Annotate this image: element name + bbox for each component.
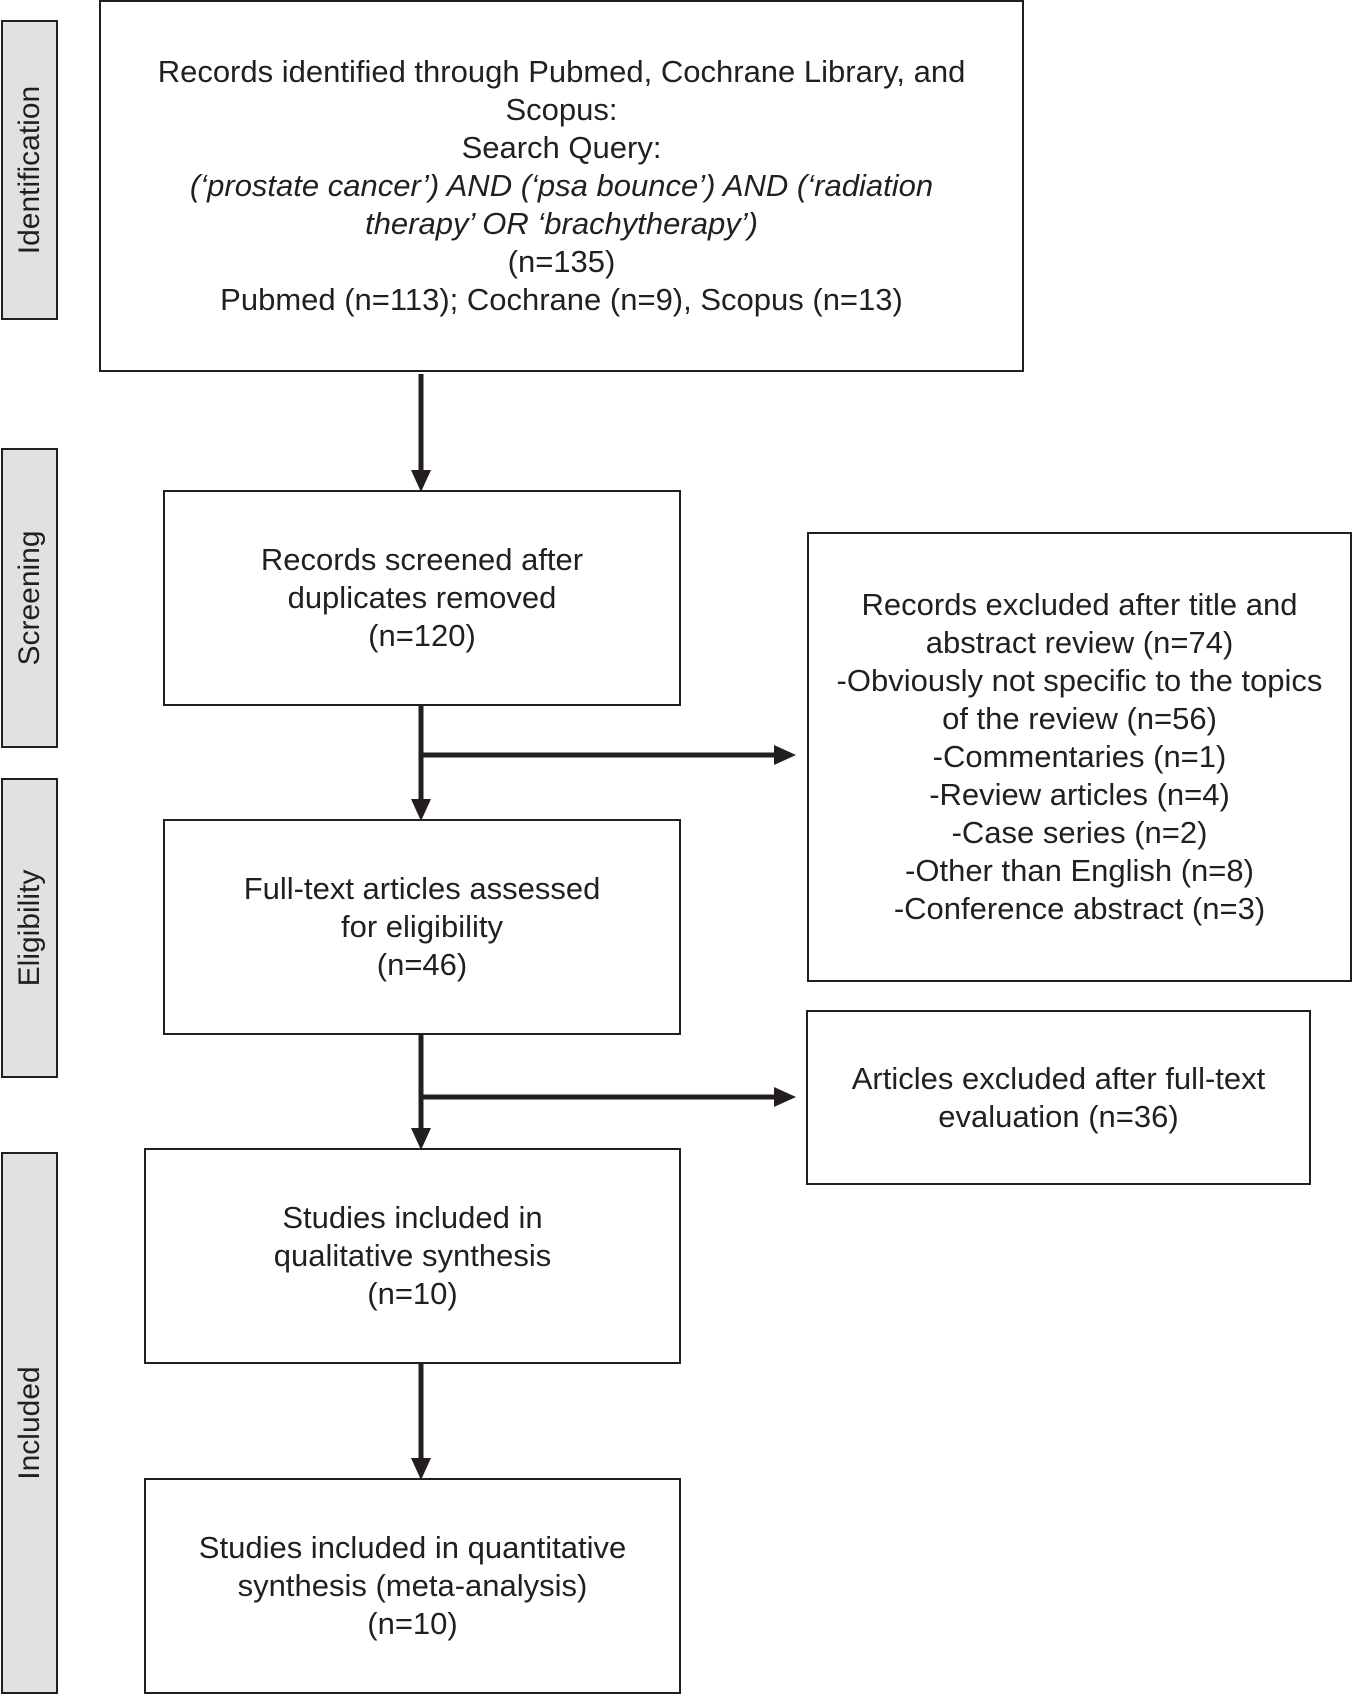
screened-records-box: Records screened after duplicates remove… — [163, 490, 681, 706]
excluded-abstract-line8: -Other than English (n=8) — [905, 853, 1254, 888]
excluded-fulltext-line2: evaluation (n=36) — [938, 1098, 1179, 1134]
quantitative-synthesis-box: Studies included in quantitative synthes… — [144, 1478, 681, 1694]
qualitative-synthesis-box: Studies included in qualitative synthesi… — [144, 1148, 681, 1364]
stage-eligibility: Eligibility — [1, 778, 58, 1078]
screened-line2: duplicates removed — [287, 580, 557, 615]
identified-count: (n=135) — [507, 244, 616, 279]
qualitative-line1: Studies included in — [282, 1200, 543, 1235]
excluded-abstract-line4: of the review (n=56) — [942, 701, 1217, 736]
quantitative-count: (n=10) — [367, 1606, 458, 1641]
excluded-abstract-line6: -Review articles (n=4) — [929, 777, 1230, 812]
identified-sources: Pubmed (n=113); Cochrane (n=9), Scopus (… — [220, 282, 903, 317]
identified-line2: Scopus: — [505, 92, 618, 127]
quantitative-line2: synthesis (meta-analysis) — [237, 1568, 588, 1603]
screened-line1: Records screened after — [260, 542, 584, 577]
excluded-abstract-line5: -Commentaries (n=1) — [932, 739, 1227, 774]
excluded-abstract-line9: -Conference abstract (n=3) — [893, 891, 1266, 926]
excluded-abstract-line2: abstract review (n=74) — [925, 625, 1234, 660]
excluded-abstract-line3: -Obviously not specific to the topics — [836, 663, 1323, 698]
excluded-abstract-line1: Records excluded after title and — [861, 587, 1298, 622]
screened-count: (n=120) — [368, 618, 476, 653]
fulltext-line2: for eligibility — [341, 909, 503, 944]
quantitative-line1: Studies included in quantitative — [198, 1530, 627, 1565]
search-query-line2: therapy’ OR ‘brachytherapy’) — [365, 206, 758, 241]
identified-line1: Records identified through Pubmed, Cochr… — [157, 54, 966, 89]
stage-screening: Screening — [1, 448, 58, 748]
qualitative-line2: qualitative synthesis — [273, 1238, 552, 1273]
qualitative-count: (n=10) — [367, 1276, 458, 1311]
stage-included: Included — [1, 1152, 58, 1694]
excluded-fulltext-box: Articles excluded after full-text evalua… — [806, 1010, 1311, 1185]
fulltext-line1: Full-text articles assessed — [243, 871, 601, 906]
stage-identification: Identification — [1, 20, 58, 320]
search-query-line1: (‘prostate cancer’) AND (‘psa bounce’) A… — [189, 168, 934, 203]
fulltext-count: (n=46) — [376, 947, 468, 982]
identified-line3: Search Query: — [461, 130, 662, 165]
identified-records-box: Records identified through Pubmed, Cochr… — [99, 0, 1024, 372]
fulltext-assessed-box: Full-text articles assessed for eligibil… — [163, 819, 681, 1035]
excluded-fulltext-line1: Articles excluded after full-text — [851, 1060, 1266, 1096]
excluded-abstract-box: Records excluded after title and abstrac… — [807, 532, 1352, 982]
excluded-abstract-line7: -Case series (n=2) — [951, 815, 1208, 850]
